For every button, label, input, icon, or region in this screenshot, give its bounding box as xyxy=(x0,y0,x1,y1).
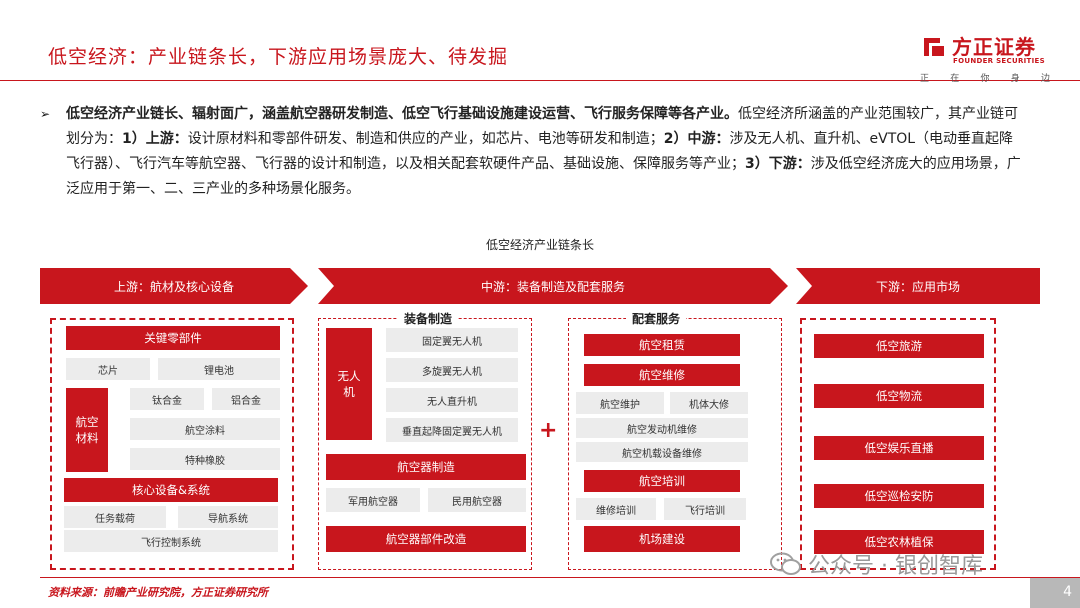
source-note: 资料来源：前瞻产业研究院，方正证券研究所 xyxy=(48,586,268,599)
aviation-training-box: 航空培训 xyxy=(584,470,740,492)
founder-logo-mark-icon xyxy=(924,38,944,56)
aero-coating-box: 航空涂料 xyxy=(130,418,280,440)
page-number: 4 xyxy=(1063,584,1072,600)
logo-english-name: FOUNDER SECURITIES xyxy=(953,57,1045,65)
aircraft-manufacturing-box: 航空器制造 xyxy=(326,454,526,480)
diagram-title: 低空经济产业链条长 xyxy=(485,238,594,252)
navigation-system-box: 导航系统 xyxy=(178,506,278,528)
stage-upstream-label: 上游：航材及核心设备 xyxy=(113,279,234,294)
upstream-text: 设计原材料和零部件研发、制造和供应的产业，如芯片、电池等研发和制造； xyxy=(187,131,664,147)
aviation-leasing-box: 航空租赁 xyxy=(584,334,740,356)
low-altitude-entertainment-box: 低空娱乐直播 xyxy=(814,436,984,460)
downstream-panel xyxy=(800,318,996,570)
midstream-label: 2）中游： xyxy=(663,131,730,147)
low-altitude-patrol-box: 低空巡检安防 xyxy=(814,484,984,508)
titanium-alloy-box: 钛合金 xyxy=(130,388,204,410)
plus-icon: + xyxy=(539,418,558,443)
lithium-battery-box: 锂电池 xyxy=(158,358,280,380)
engine-repair-box: 航空发动机维修 xyxy=(576,418,748,438)
aluminum-alloy-box: 铝合金 xyxy=(212,388,280,410)
military-aircraft-box: 军用航空器 xyxy=(326,488,420,512)
stage-upstream-arrow: 上游：航材及核心设备 xyxy=(40,268,308,304)
slogan-char: 在 xyxy=(950,74,960,84)
logo-slogan: 正 在 你 身 边 xyxy=(920,71,1050,84)
low-altitude-logistics-box: 低空物流 xyxy=(814,384,984,408)
slogan-char: 你 xyxy=(980,74,990,84)
summary-lead: 低空经济产业链长、辐射面广，涵盖航空器研发制造、低空飞行基础设施建设运营、飞行服… xyxy=(66,106,738,122)
stage-midstream-arrow: 中游：装备制造及配套服务 xyxy=(318,268,788,304)
core-equipment-header: 核心设备&系统 xyxy=(64,478,278,502)
parts-retrofit-box: 航空器部件改造 xyxy=(326,526,526,552)
aero-materials-box: 航空 材料 xyxy=(66,388,108,472)
maintenance-training-box: 维修培训 xyxy=(576,498,656,520)
chip-box: 芯片 xyxy=(66,358,150,380)
services-panel-title: 配套服务 xyxy=(626,310,687,327)
bullet-arrow-icon: ➢ xyxy=(40,107,51,121)
airport-construction-box: 机场建设 xyxy=(584,526,740,552)
mission-payload-box: 任务载荷 xyxy=(64,506,166,528)
flight-control-box: 飞行控制系统 xyxy=(64,530,278,552)
upstream-panel xyxy=(50,318,294,570)
flight-training-box: 飞行培训 xyxy=(664,498,746,520)
civil-aircraft-box: 民用航空器 xyxy=(428,488,526,512)
midstream-text: 涉及无人机、直升机、eVTOL（电动垂直起降飞行器）、飞行汽车等航空器、飞行器的… xyxy=(66,131,1014,172)
fixed-wing-uav-box: 固定翼无人机 xyxy=(386,328,518,352)
multi-rotor-uav-box: 多旋翼无人机 xyxy=(386,358,518,382)
wechat-icon xyxy=(770,552,801,575)
page-number-tab xyxy=(1030,578,1080,608)
logo-chinese-name: 方正证券 xyxy=(952,35,1036,59)
unmanned-helicopter-box: 无人直升机 xyxy=(386,388,518,412)
airframe-overhaul-box: 机体大修 xyxy=(670,392,748,414)
watermark-text: 公众号 · 银创智库 xyxy=(808,554,983,579)
summary-text: 低空经济所涵盖的产业范围较广，其产业链可划分为： xyxy=(66,106,1018,147)
special-rubber-box: 特种橡胶 xyxy=(130,448,280,470)
slogan-char: 正 xyxy=(920,74,930,84)
low-altitude-agri-forestry-box: 低空农林植保 xyxy=(814,530,984,554)
founder-securities-logo: 方正证券 FOUNDER SECURITIES 正 在 你 身 边 xyxy=(920,30,1060,90)
stage-midstream-label: 中游：装备制造及配套服务 xyxy=(480,279,625,294)
uav-box: 无人 机 xyxy=(326,328,372,440)
page-title: 低空经济：产业链条长，下游应用场景庞大、待发掘 xyxy=(48,46,509,68)
vtol-fixed-wing-uav-box: 垂直起降固定翼无人机 xyxy=(386,418,518,442)
slogan-char: 边 xyxy=(1040,74,1050,84)
equipment-panel-title: 装备制造 xyxy=(398,310,459,327)
summary-paragraph: 低空经济产业链长、辐射面广，涵盖航空器研发制造、低空飞行基础设施建设运营、飞行服… xyxy=(66,102,1026,202)
title-divider xyxy=(0,80,1080,81)
aviation-upkeep-box: 航空维护 xyxy=(576,392,664,414)
low-altitude-tourism-box: 低空旅游 xyxy=(814,334,984,358)
slogan-char: 身 xyxy=(1010,74,1020,84)
upstream-label: 1）上游： xyxy=(122,131,188,147)
key-parts-header: 关键零部件 xyxy=(66,326,280,350)
footer-divider xyxy=(40,577,1080,578)
downstream-text: 涉及低空经济庞大的应用场景，广泛应用于第一、二、三产业的多种场景化服务。 xyxy=(66,156,1021,197)
downstream-label: 3）下游： xyxy=(745,156,811,172)
aviation-maintenance-box: 航空维修 xyxy=(584,364,740,386)
wechat-watermark: 公众号 · 银创智库 xyxy=(770,548,983,580)
airborne-equipment-repair-box: 航空机载设备维修 xyxy=(576,442,748,462)
stage-downstream-arrow: 下游：应用市场 xyxy=(796,268,1040,304)
stage-downstream-label: 下游：应用市场 xyxy=(875,279,960,294)
